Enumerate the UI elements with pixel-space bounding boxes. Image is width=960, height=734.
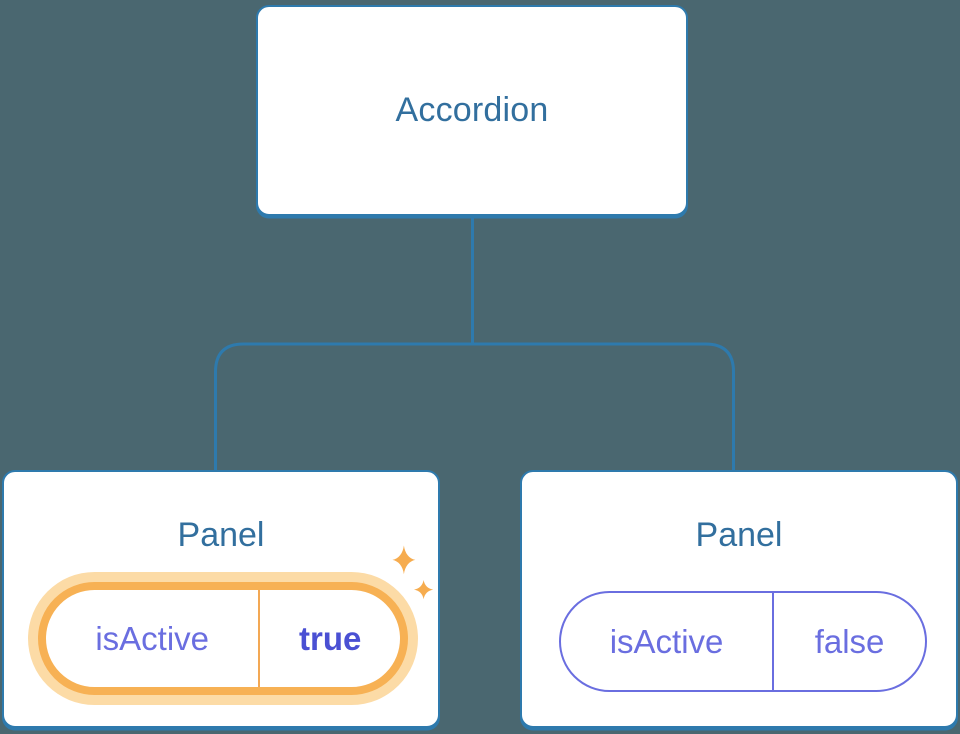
active-state-glow: isActive true bbox=[28, 572, 418, 705]
panel-node-inactive: Panel isActive false bbox=[520, 470, 958, 728]
state-prop-label: isActive bbox=[561, 593, 775, 690]
state-prop-label: isActive bbox=[46, 590, 261, 687]
panel-node-active: Panel isActive true bbox=[2, 470, 440, 728]
accordion-node: Accordion bbox=[256, 5, 688, 216]
state-pill-active: isActive true bbox=[38, 582, 408, 695]
connector-fork bbox=[214, 342, 735, 470]
state-value: false bbox=[814, 622, 885, 660]
state-pill-inactive: isActive false bbox=[559, 591, 927, 692]
sparkle-icon bbox=[392, 545, 434, 600]
panel-title: Panel bbox=[695, 516, 783, 554]
state-value: true bbox=[299, 619, 362, 657]
panel-title: Panel bbox=[177, 516, 265, 554]
accordion-node-label: Accordion bbox=[395, 91, 549, 129]
